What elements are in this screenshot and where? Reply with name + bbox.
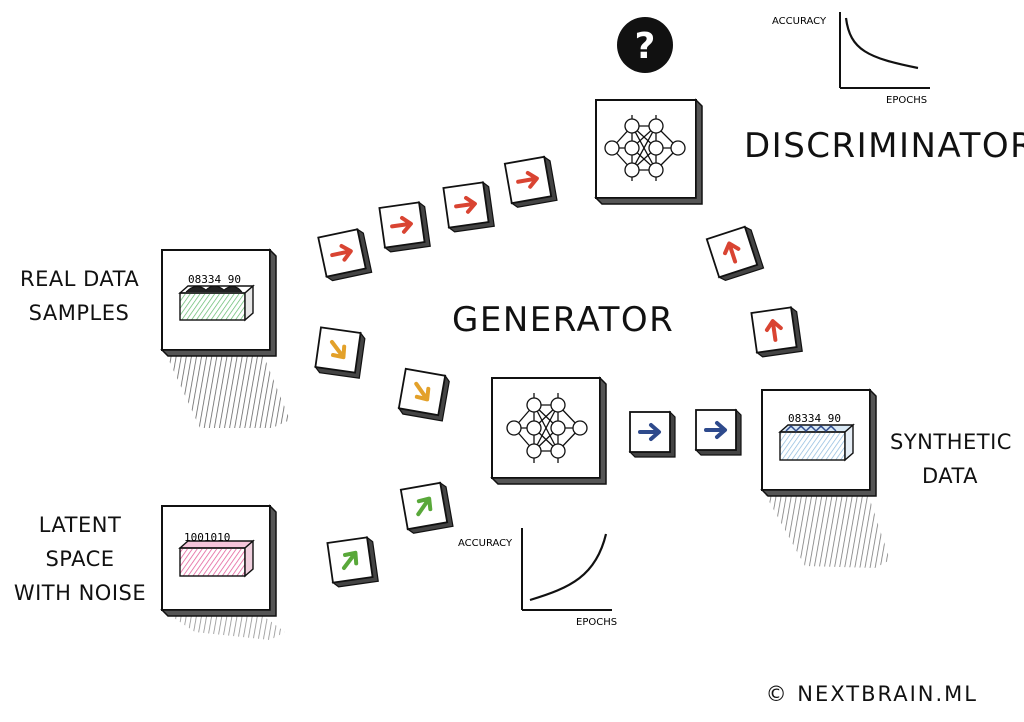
arrow-right-icon	[628, 410, 676, 458]
arrow-up-icon	[750, 306, 803, 358]
svg-text:?: ?	[635, 26, 656, 67]
arrow-up-right-icon	[326, 536, 379, 588]
latent-box-digits: 1001010	[184, 531, 230, 544]
generator-accuracy-chart: ACCURACY EPOCHS	[458, 528, 617, 628]
discriminator-chart-ylabel: ACCURACY	[772, 16, 827, 27]
arrow-right-icon	[317, 227, 373, 282]
generator-tile	[490, 376, 607, 485]
discriminator-chart-xlabel: EPOCHS	[886, 95, 927, 106]
arrow-right-icon	[694, 408, 742, 456]
generator-chart-xlabel: EPOCHS	[576, 617, 617, 628]
latent-space-shadow	[165, 612, 285, 640]
discriminator-tile	[594, 98, 703, 205]
arrow-up-right-icon	[399, 481, 454, 534]
synthetic-data-label: SYNTHETIC DATA	[890, 430, 1012, 488]
neural-network-icon	[604, 115, 686, 181]
real-data-samples-label: REAL DATA SAMPLES	[20, 267, 140, 325]
arrow-right-icon	[378, 201, 431, 253]
arrow-right-icon	[442, 181, 495, 233]
question-mark-icon: ?	[617, 17, 673, 73]
neural-network-icon	[506, 393, 588, 463]
generator-label: GENERATOR	[452, 300, 675, 340]
synthetic-box-digits: 08334 90	[788, 412, 841, 425]
arrow-down-right-icon	[314, 326, 366, 379]
real-box-digits: 08334 90	[188, 273, 241, 286]
synthetic-data-shadow	[765, 494, 890, 568]
synthetic-data-tile: 08334 90	[760, 388, 877, 497]
real-data-samples-tile: 08334 90	[160, 248, 277, 357]
discriminator-accuracy-chart: ACCURACY EPOCHS	[772, 12, 930, 106]
latent-space-label: LATENT SPACE WITH NOISE	[13, 513, 147, 605]
copyright-text: © NEXTBRAIN.ML	[765, 682, 978, 706]
latent-space-tile: 1001010	[160, 504, 277, 617]
discriminator-label: DISCRIMINATOR	[744, 126, 1024, 166]
arrow-up-icon	[705, 225, 765, 282]
arrow-right-icon	[503, 155, 558, 208]
real-samples-shadow	[165, 352, 290, 428]
generator-chart-ylabel: ACCURACY	[458, 538, 513, 549]
arrow-down-right-icon	[397, 367, 450, 422]
